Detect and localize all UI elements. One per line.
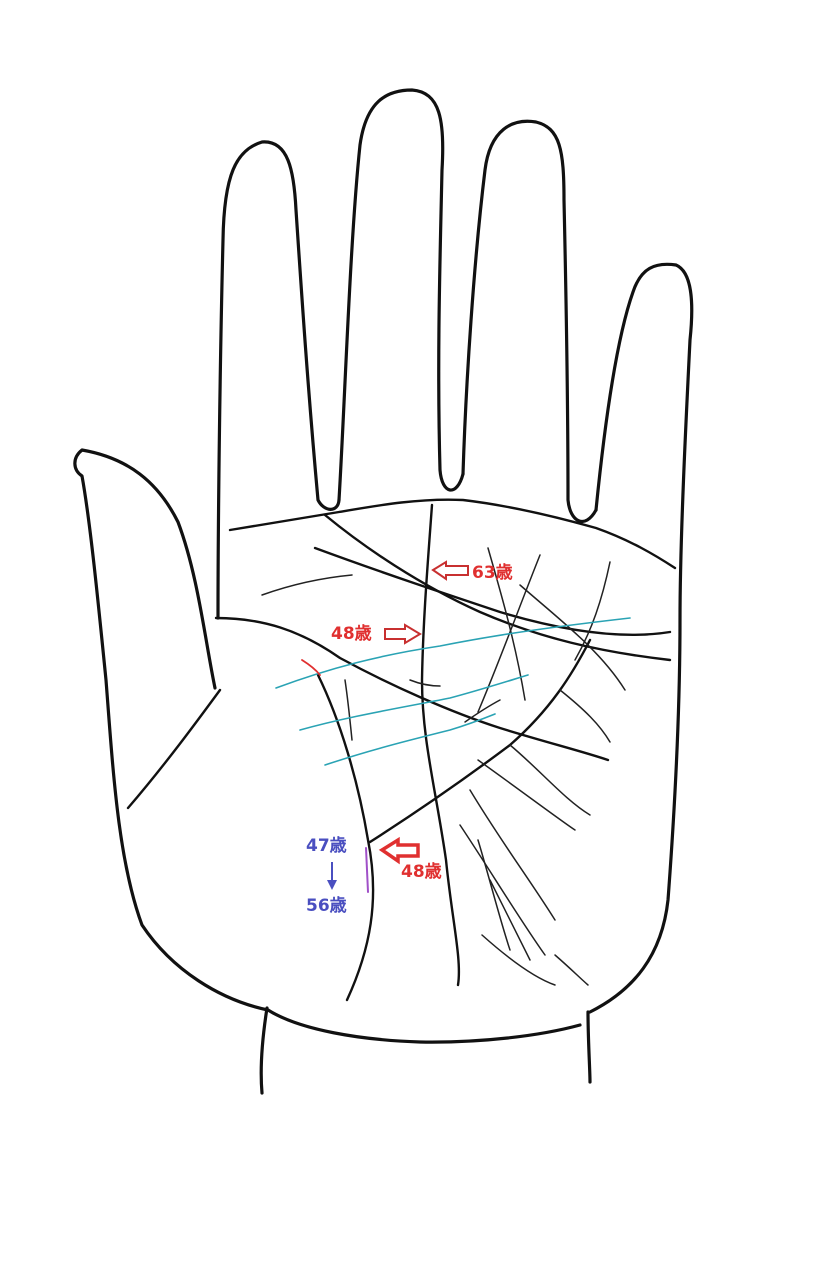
minor-line xyxy=(489,879,531,961)
thumb-mound-crease xyxy=(126,688,222,810)
minor-line xyxy=(554,954,589,986)
purple-mark xyxy=(365,847,369,893)
minor-line xyxy=(509,744,591,816)
arrow-48-upper xyxy=(384,623,422,645)
head-line xyxy=(214,616,610,762)
minor-line xyxy=(459,824,546,956)
arrow-63 xyxy=(431,560,469,581)
heart-line xyxy=(323,513,672,662)
minor-line xyxy=(409,679,441,687)
life-line xyxy=(316,673,375,1002)
left-arrow-icon xyxy=(431,560,469,581)
diagonal-crease xyxy=(368,638,592,844)
wrist-left-edge xyxy=(259,1006,269,1095)
label-56: 56歳 xyxy=(306,895,347,916)
minor-line xyxy=(481,934,556,986)
minor-line xyxy=(477,839,511,951)
down-arrow-icon xyxy=(327,880,337,890)
minor-line xyxy=(559,689,611,743)
minor-line xyxy=(477,554,541,713)
left-arrow-icon xyxy=(378,836,420,865)
label-63: 63歳 xyxy=(472,562,513,583)
label-48-lower: 48歳 xyxy=(401,861,442,882)
heart-line-lower-branch xyxy=(313,546,672,636)
hand-outline xyxy=(73,88,694,1095)
cyan-lines xyxy=(275,617,631,766)
wrist-line xyxy=(266,1008,582,1044)
red-mark xyxy=(301,659,321,676)
minor-line xyxy=(519,584,626,691)
right-arrow-icon xyxy=(384,623,422,645)
minor-line xyxy=(477,759,576,831)
palm-lines xyxy=(126,498,677,1002)
ring-finger-outline xyxy=(461,119,598,524)
minor-lines xyxy=(261,547,626,986)
minor-line xyxy=(464,699,501,723)
cyan-line xyxy=(324,713,496,766)
finger-base-crease xyxy=(228,498,677,570)
minor-line xyxy=(574,561,611,661)
minor-line xyxy=(469,789,556,921)
cyan-line xyxy=(275,617,631,689)
arrow-48-lower xyxy=(378,836,420,865)
little-finger-outline xyxy=(588,262,694,1014)
minor-line xyxy=(261,574,353,596)
cyan-line xyxy=(299,674,529,731)
index-finger-outline xyxy=(216,140,341,620)
thumb-outline xyxy=(73,448,270,1012)
minor-line xyxy=(344,679,353,741)
label-48-upper: 48歳 xyxy=(331,623,372,644)
label-47: 47歳 xyxy=(306,835,347,856)
middle-finger-outline xyxy=(337,88,465,502)
wrist-right-edge xyxy=(586,1010,592,1084)
fate-line xyxy=(420,503,461,987)
minor-line xyxy=(487,547,526,701)
age-range-arrow xyxy=(327,862,337,890)
